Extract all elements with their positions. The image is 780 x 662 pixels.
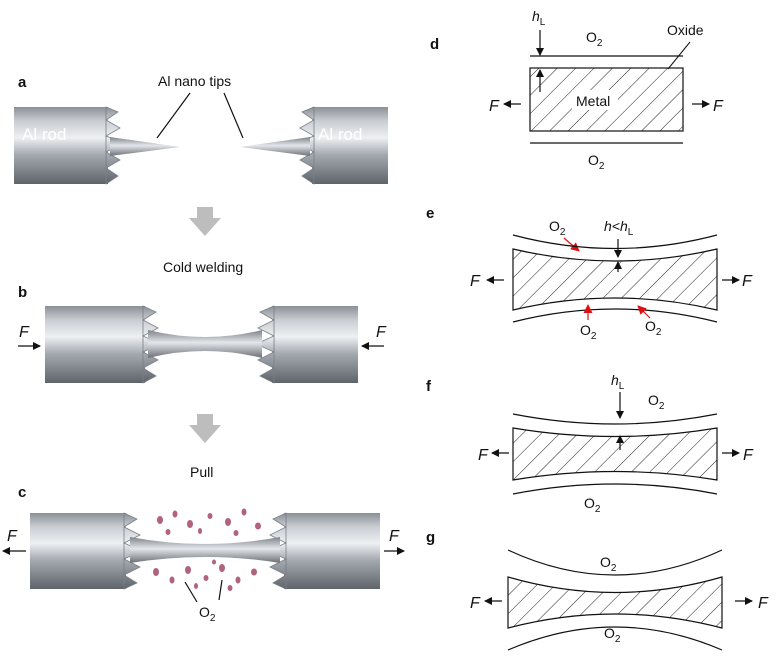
- oxygen-label-c: O2: [199, 604, 216, 624]
- oxygen-label-d-bottom: O2: [588, 152, 605, 172]
- force-label-b-right: F: [376, 324, 387, 341]
- panel-label-a: a: [18, 74, 27, 91]
- force-label-c-left: F: [7, 528, 18, 545]
- force-label-f-right: F: [743, 447, 754, 464]
- welded-rod-b: [45, 305, 358, 384]
- panel-label-f: f: [426, 378, 432, 395]
- oxygen-label-e-bottom-2: O2: [645, 318, 662, 338]
- red-arrow-e-top: [563, 237, 580, 252]
- al-rod-left-a: [14, 106, 180, 185]
- red-arrow-e-bottom-2: [637, 305, 651, 319]
- panel-label-d: d: [430, 36, 439, 53]
- force-label-d-left: F: [489, 98, 500, 115]
- force-label-e-left: F: [470, 273, 481, 290]
- pulled-rod-c: [30, 512, 380, 590]
- oxide-label: Oxide: [667, 22, 704, 38]
- pull-label: Pull: [190, 464, 213, 480]
- nano-tip-left: [110, 137, 180, 156]
- nano-tips-label: Al nano tips: [158, 73, 231, 89]
- process-arrow-down-1: [189, 207, 221, 236]
- al-rod-left-label: Al rod: [22, 125, 66, 144]
- o2-pointer-c-right: [218, 579, 223, 601]
- force-label-d-right: F: [713, 98, 724, 115]
- welded-neck-b: [148, 330, 262, 358]
- al-rod-right-label: Al rod: [318, 125, 362, 144]
- tips-pointer-left: [156, 92, 191, 139]
- force-label-f-left: F: [478, 447, 489, 464]
- hL-label-f: hL: [611, 372, 625, 392]
- oxide-curve-bottom-f: [512, 483, 718, 495]
- tips-pointer-right: [223, 92, 244, 139]
- oxide-curve-top-f: [512, 413, 718, 425]
- oxygen-label-f-bottom: O2: [584, 495, 601, 515]
- metal-block-e: [512, 248, 718, 311]
- oxygen-label-d-top: O2: [586, 29, 603, 49]
- nano-tip-right: [240, 137, 310, 156]
- oxygen-label-e-bottom-1: O2: [580, 322, 597, 342]
- oxide-curve-top-e: [512, 234, 718, 250]
- force-label-e-right: F: [742, 273, 753, 290]
- force-label-c-right: F: [389, 528, 400, 545]
- oxygen-label-f-top: O2: [648, 392, 665, 412]
- force-label-g-left: F: [470, 595, 481, 612]
- h-less-label: h<hL: [604, 218, 634, 238]
- panel-label-b: b: [18, 284, 27, 301]
- cold-welding-label: Cold welding: [163, 259, 243, 275]
- metal-label-bg: [572, 90, 618, 110]
- pulled-neck-c: [130, 537, 280, 563]
- oxygen-label-e-top: O2: [549, 218, 566, 238]
- al-rod-right-a: [240, 106, 388, 185]
- metal-label: Metal: [576, 93, 610, 109]
- panel-label-g: g: [426, 529, 435, 546]
- force-label-g-right: F: [758, 595, 769, 612]
- force-label-b-left: F: [19, 324, 30, 341]
- oxide-curve-bottom-e: [512, 308, 718, 323]
- process-arrow-down-2: [189, 414, 221, 443]
- oxygen-label-g-bottom: O2: [604, 625, 621, 645]
- hL-label-d: hL: [532, 8, 546, 28]
- oxide-curve-bottom-g: [507, 626, 723, 651]
- panel-label-e: e: [426, 205, 434, 222]
- metal-block-g: [507, 576, 723, 629]
- o2-pointer-c-left: [184, 581, 198, 603]
- panel-label-c: c: [18, 484, 26, 501]
- oxide-curve-top-g: [507, 549, 723, 576]
- oxygen-label-g-top: O2: [600, 554, 617, 574]
- metal-block-f: [512, 427, 718, 481]
- oxygen-particles: [153, 508, 261, 591]
